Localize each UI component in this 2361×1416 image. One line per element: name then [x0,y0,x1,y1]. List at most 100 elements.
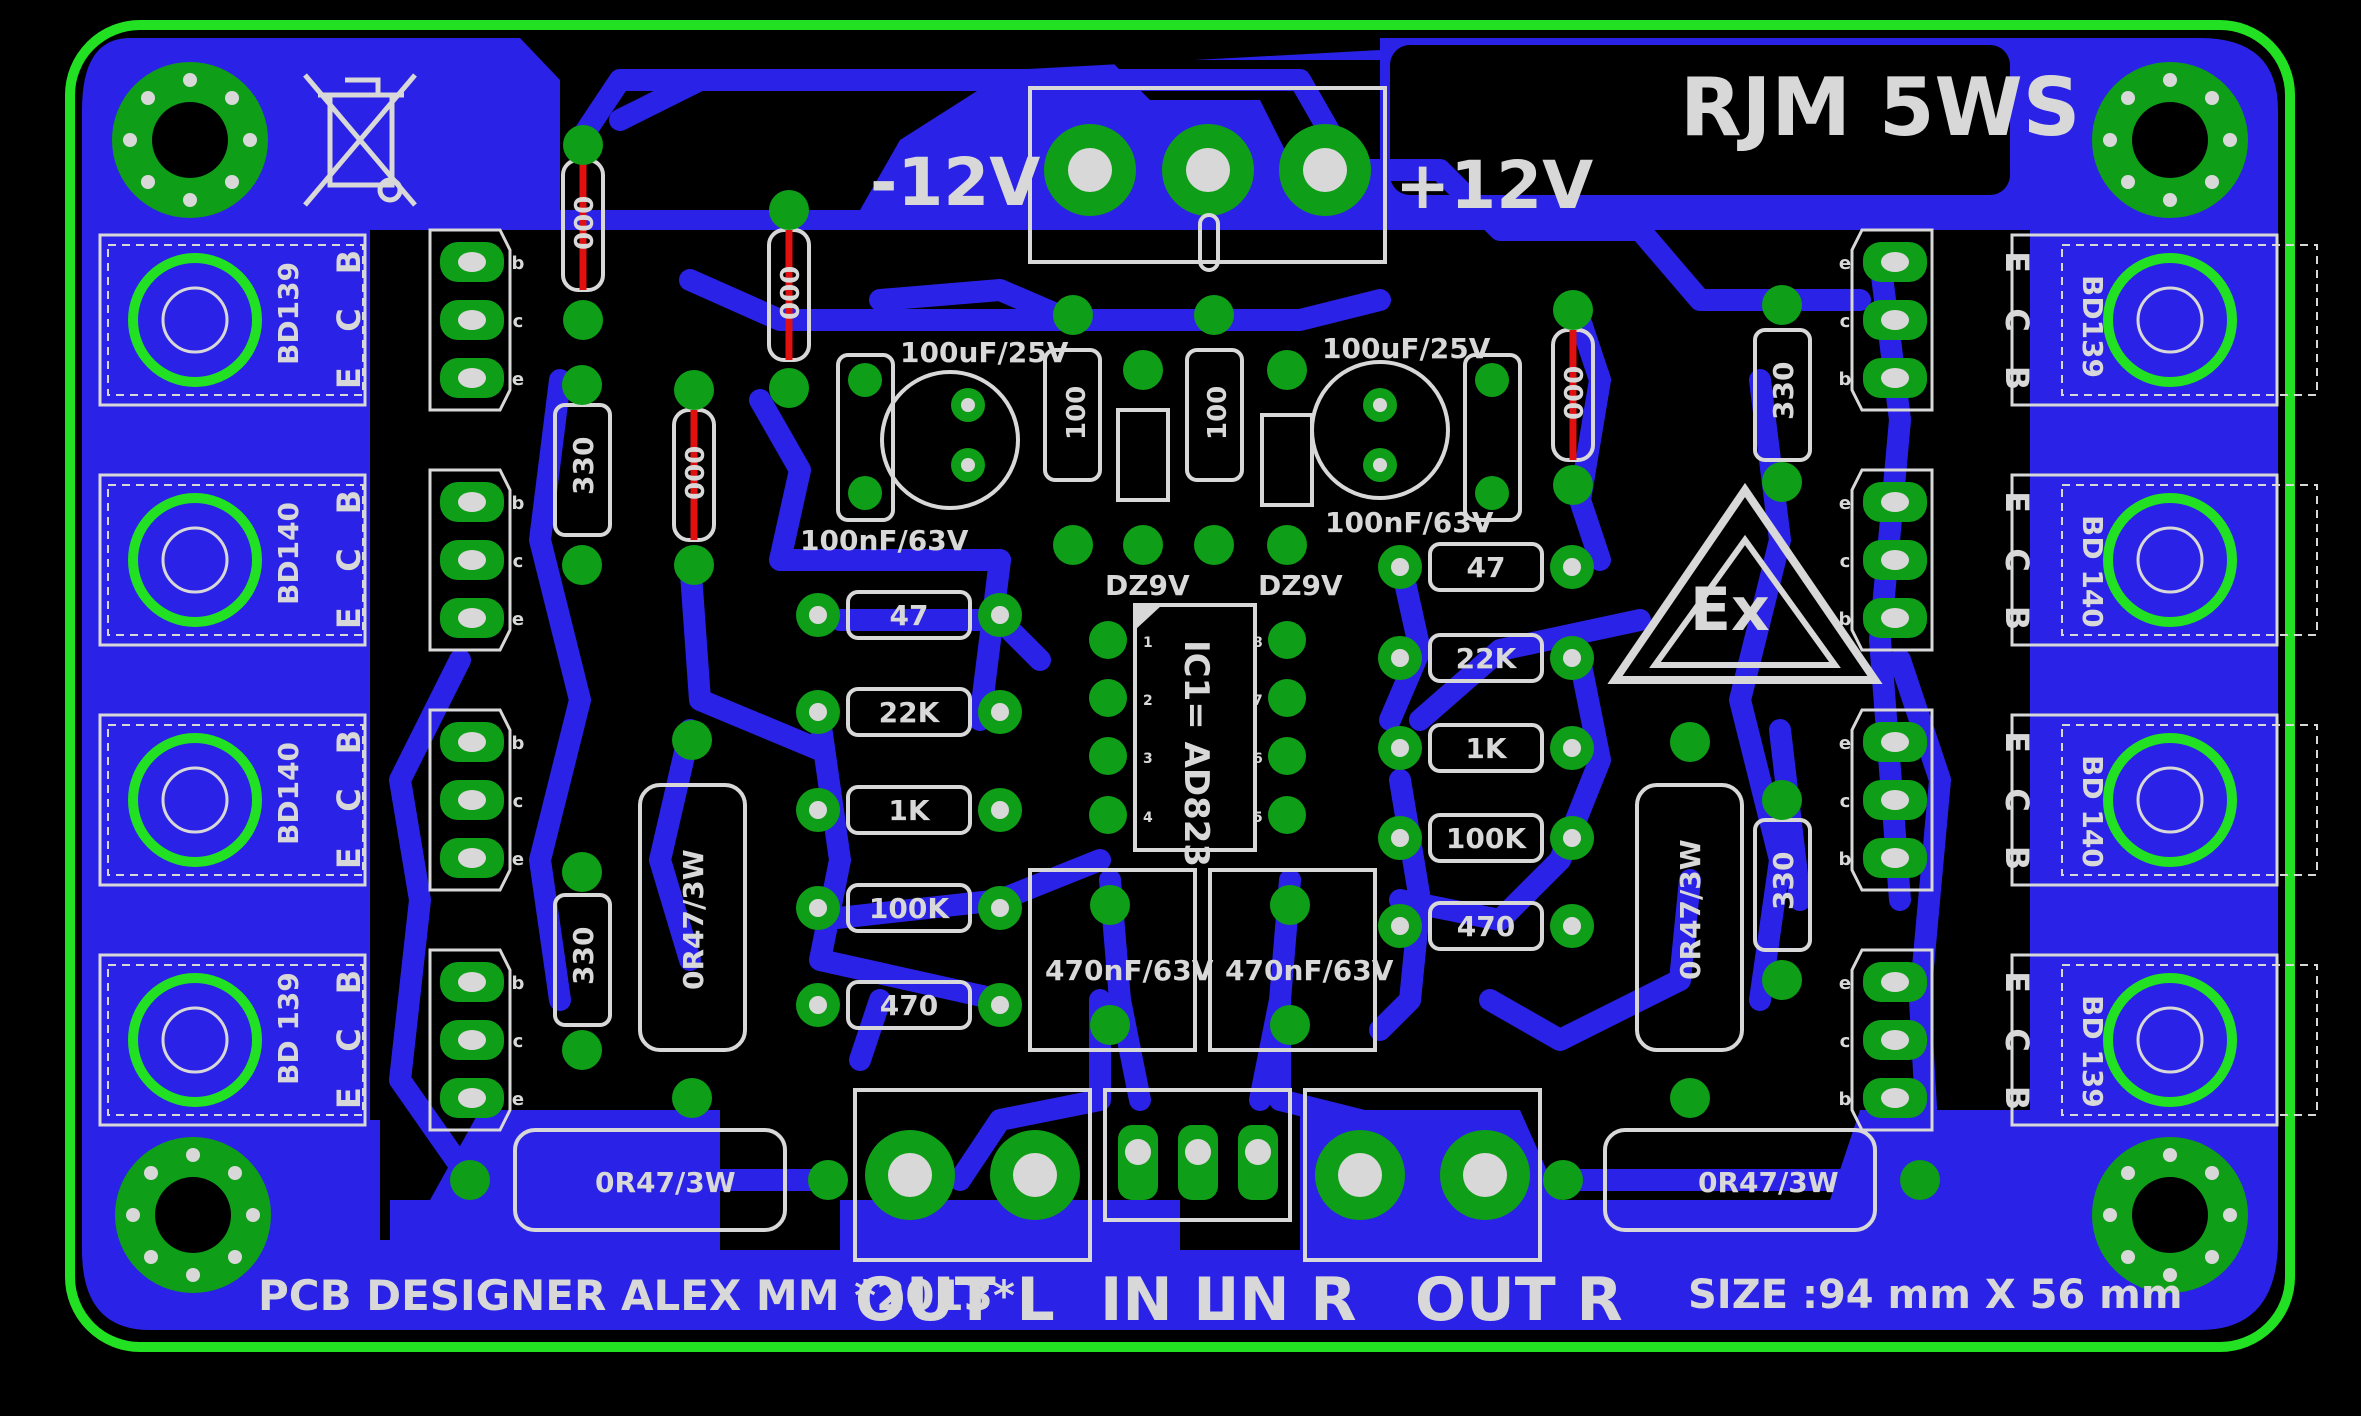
transistor-name: BD 140 [2076,755,2109,868]
resistor-value-label: 1K [1465,732,1507,765]
jumpers [561,125,1595,585]
pin-letter: C [330,1028,368,1051]
pin-letter: E [330,1087,368,1109]
pin-letter: C [1998,548,2036,571]
mounting-holes [112,62,2248,1293]
pin-letter: E [1998,971,2036,993]
jumper-label-1: 000 [570,196,600,250]
pin-letter: E [1998,731,2036,753]
transistor-name: BD140 [272,502,305,605]
resistor-left: 100K [796,883,1022,933]
jumper-label-2: 000 [776,266,806,320]
pin-letter: B [1998,846,2036,870]
pin-letter-small: e [512,369,524,390]
ic-pin-number: 4 [1143,810,1153,826]
resistor-value-label: 47 [890,599,929,632]
cap-right-label: 100uF/25V [1322,332,1491,365]
resistor-value-label: 1K [888,794,930,827]
ic-pin-number: 8 [1253,635,1263,651]
electrolytic-cap-left [836,353,1020,522]
resistor-value-label: 22K [1456,642,1518,675]
resistor-100-left [1043,295,1102,565]
power-neg-label: -12V [870,144,1040,221]
pin-letter-small: b [512,253,525,274]
resistor-left: 22K [796,687,1022,737]
pin-letter: C [330,548,368,571]
resistor-value-label: 47 [1467,551,1506,584]
pin-letter: E [330,607,368,629]
ic-pin-number: 3 [1143,751,1153,767]
resistor-right: 100K [1378,813,1594,863]
resistor-right: 47 [1378,542,1594,592]
ic-pin-number: 5 [1253,810,1263,826]
transistor-name: BD139 [2076,275,2109,378]
pin-letter-small: e [1839,973,1851,994]
ic-pin-number: 1 [1143,635,1153,651]
pin-letter: E [330,367,368,389]
out-l-label: OUT L [855,1265,1055,1335]
power-res-out-right-label: 0R47/3W [1698,1166,1839,1199]
r330-label-2: 330 [567,927,600,985]
pin-letter-small: e [512,1089,524,1110]
resistor-left: 47 [796,590,1022,640]
pin-letter-small: c [513,311,524,332]
ic-pin [1268,737,1306,775]
transistor-name: BD 139 [272,972,305,1085]
pin-letter-small: b [512,493,525,514]
power-res-right-label: 0R47/3W [1674,839,1707,980]
board-title: RJM 5WS [1680,61,2080,154]
pin-letter-small: c [1840,551,1851,572]
film-cap-l-label: 470nF/63V [1045,954,1214,987]
pin-letter-small: c [1840,791,1851,812]
ic-label: IC1= AD823 [1176,640,1216,867]
power-pos-label: +12V [1395,147,1593,224]
pin-letter: B [1998,606,2036,630]
pin-letter-small: b [1839,1089,1852,1110]
film-cap-r-label: 470nF/63V [1225,954,1394,987]
pin-letter-small: b [512,973,525,994]
pin-letter-small: e [1839,253,1851,274]
pin-letter: C [1998,308,2036,331]
output-left-terminal [853,1088,1092,1262]
input-connector [1103,1088,1292,1222]
transistor-name: BD 140 [2076,515,2109,628]
pin-letter-small: b [1839,609,1852,630]
footer-designer: PCB DESIGNER ALEX MM *2013* [258,1271,1015,1320]
resistor-value-label: 100K [1446,822,1527,855]
pin-letter-small: c [513,551,524,572]
jumper-label-3: 000 [681,446,711,500]
zener-right [1260,350,1314,565]
resistor-value-label: 22K [879,696,941,729]
resistor-value-label: 470 [1457,910,1515,943]
power-terminal [1028,86,1387,272]
ic-pin [1268,679,1306,717]
cap-left-label: 100uF/25V [900,336,1069,369]
in-l-label: IN L [1100,1265,1232,1335]
ic-pin-number: 7 [1253,693,1263,709]
out-r-label: OUT R [1415,1265,1623,1335]
cap-small-left-label: 100nF/63V [800,524,969,557]
pin-letter: E [1998,491,2036,513]
r330-label-3: 330 [1767,362,1800,420]
pin-letter: B [330,970,368,994]
pin-letter-small: b [1839,369,1852,390]
pin-letter-small: c [1840,1031,1851,1052]
resistor-value-label: 100K [869,892,950,925]
ic-pin [1089,621,1127,659]
pin-letter: B [330,730,368,754]
ic-pin-number: 6 [1253,751,1263,767]
transistor-name: BD139 [272,262,305,365]
ic-pin [1268,621,1306,659]
power-res-left-label: 0R47/3W [677,849,710,990]
output-right-terminal [1303,1088,1542,1262]
pin-letter-small: c [513,1031,524,1052]
power-resistors [450,720,1940,1232]
pin-letter: E [1998,251,2036,273]
resistor-value-label: 470 [880,989,938,1022]
pin-letter-small: e [1839,733,1851,754]
